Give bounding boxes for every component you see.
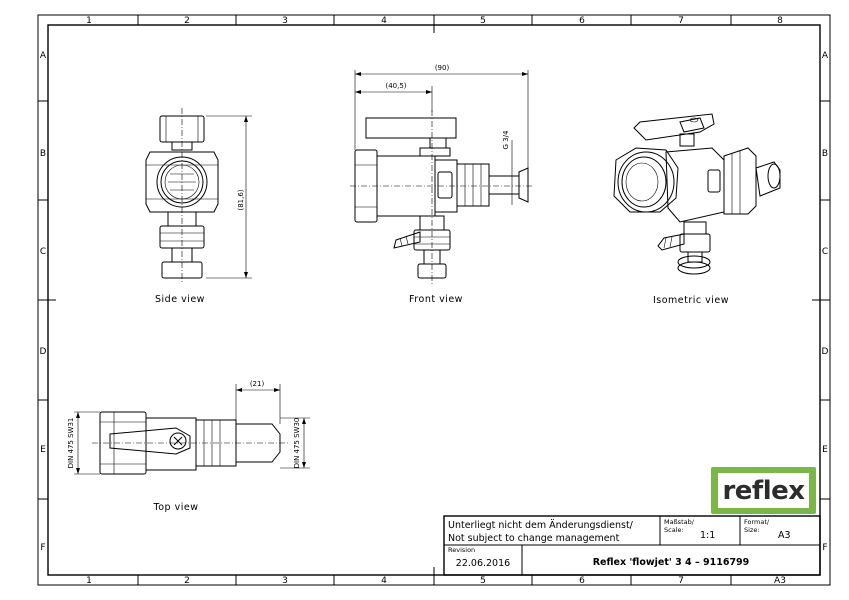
front-view-drawing [350, 70, 532, 284]
top-view-drawing [74, 384, 310, 475]
sheet-size-bottom: A3 [774, 576, 786, 586]
side-height-dimension: (81,6) [237, 189, 245, 210]
row-label-E-right: E [822, 445, 828, 455]
col-label-2: 2 [184, 16, 190, 26]
title-notice-en: Not subject to change management [448, 533, 620, 544]
col-label-5-bottom: 5 [480, 576, 486, 586]
title-notice-de: Unterliegt nicht dem Änderungsdienst/ [448, 520, 634, 531]
col-label-8: 8 [777, 16, 783, 26]
isometric-view-drawing [613, 113, 781, 275]
col-label-7-bottom: 7 [678, 576, 684, 586]
front-overall-dimension: (90) [435, 64, 450, 72]
row-label-D-right: D [822, 347, 829, 357]
row-dividers [38, 100, 830, 500]
format-value: A3 [778, 530, 791, 541]
column-labels-bottom: 1 2 3 4 5 6 7 A3 [86, 576, 786, 586]
top-view-label: Top view [153, 502, 199, 513]
logo-text: reflex [722, 475, 805, 506]
scale-label-de: Maßstab/ [664, 518, 695, 526]
col-label-6-bottom: 6 [579, 576, 585, 586]
logo-inner-panel: reflex [718, 473, 809, 508]
title-block [443, 515, 821, 576]
front-thread-dimension: G 3/4 [502, 130, 510, 149]
row-label-B-right: B [822, 149, 828, 159]
row-label-F-right: F [822, 543, 827, 553]
col-label-6: 6 [579, 16, 585, 26]
front-partial-dimension: (40,5) [385, 82, 406, 90]
row-label-A-right: A [822, 51, 829, 61]
col-label-4: 4 [381, 16, 387, 26]
isometric-view-label: Isometric view [653, 295, 729, 306]
format-label-en: Size: [744, 526, 760, 534]
row-label-D: D [40, 347, 47, 357]
row-label-C: C [40, 247, 46, 257]
col-label-2-bottom: 2 [184, 576, 190, 586]
side-view-drawing [145, 108, 252, 284]
scale-value: 1:1 [700, 530, 715, 541]
col-label-7: 7 [678, 16, 684, 26]
part-name: Reflex 'flowjet' 3 4 – 9116799 [593, 557, 750, 568]
col-label-4-bottom: 4 [381, 576, 387, 586]
front-view-label: Front view [409, 294, 463, 305]
row-label-A: A [40, 51, 47, 61]
col-label-3-bottom: 3 [282, 576, 288, 586]
top-length-dimension: (21) [250, 380, 265, 388]
reflex-logo: reflex [711, 467, 816, 514]
side-view-label: Side view [155, 294, 205, 305]
col-label-5: 5 [480, 16, 486, 26]
row-label-F: F [40, 543, 45, 553]
scale-label-en: Scale: [664, 526, 684, 534]
row-label-C-right: C [822, 247, 828, 257]
row-labels-right: A B C D E F [822, 51, 829, 553]
col-label-1: 1 [86, 16, 92, 26]
row-label-E: E [40, 445, 46, 455]
row-labels-left: A B C D E F [40, 51, 47, 553]
column-labels-top: 1 2 3 4 5 6 7 8 [86, 16, 783, 26]
format-label-de: Format/ [744, 518, 770, 526]
revision-date: 22.06.2016 [456, 558, 510, 569]
revision-label: Revision [448, 546, 475, 554]
col-label-3: 3 [282, 16, 288, 26]
centering-marks [48, 25, 820, 575]
column-dividers [137, 15, 732, 585]
row-label-B: B [40, 149, 46, 159]
col-label-1-bottom: 1 [86, 576, 92, 586]
top-right-spec-dimension: DIN 475 SW30 [293, 418, 301, 469]
top-left-spec-dimension: DIN 475 SW31 [67, 418, 75, 469]
